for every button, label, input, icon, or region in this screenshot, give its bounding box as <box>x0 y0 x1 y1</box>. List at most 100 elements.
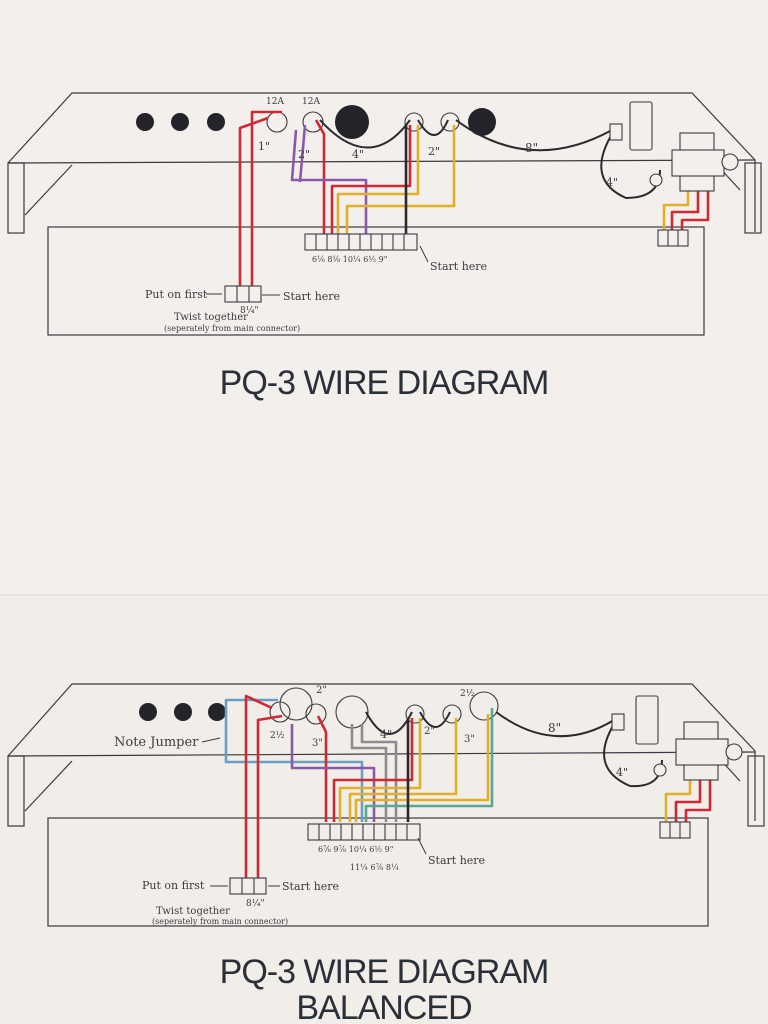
note-jumper-arrow <box>201 737 221 743</box>
connector-lengths-2: 11¼ 6⅞ 8¼ <box>350 863 399 872</box>
large-hole <box>335 105 369 139</box>
tube-connector <box>224 285 262 303</box>
xlr-socket <box>469 691 499 721</box>
balanced-wire-diagram: Note Jumper 2" 2½ 3" 4" 2" 2½ 3" 8" 4" 6… <box>7 683 765 927</box>
wire-red-4 <box>332 718 414 822</box>
wire-green <box>364 708 494 822</box>
twist-note-label: (seperately from main connector) <box>152 917 288 926</box>
fuse <box>609 123 623 141</box>
length-label: 2" <box>316 685 327 696</box>
wire-red-4 <box>330 125 412 248</box>
wire-red-3 <box>316 715 328 822</box>
xlr-socket <box>279 687 313 721</box>
main-connector <box>307 823 421 841</box>
wire-yellow-2 <box>345 125 456 248</box>
length-label: 8" <box>548 721 561 735</box>
length-label: 2" <box>298 148 310 161</box>
connector-lengths: 6⅞ 9⅞ 10¼ 6½ 9" <box>318 845 393 854</box>
chassis-outline <box>7 683 765 927</box>
knob-holes <box>136 105 496 139</box>
wire-red-3 <box>314 119 326 248</box>
length-label: 4" <box>606 176 618 189</box>
power-cord-grommet <box>725 743 743 761</box>
twist-together-label: Twist together <box>156 906 230 917</box>
wire-red-ps-2 <box>680 185 710 230</box>
knob-hole <box>139 703 157 721</box>
twist-together-label: Twist together <box>174 312 248 323</box>
right-bracket <box>747 755 765 827</box>
length-label: 4" <box>352 148 364 161</box>
diagram-title: PQ-3 WIRE DIAGRAM <box>219 364 550 402</box>
power-connector <box>657 229 689 247</box>
power-cord-grommet <box>721 153 739 171</box>
lamp <box>653 763 667 777</box>
twist-note-label: (seperately from main connector) <box>164 324 300 333</box>
knob-hole <box>136 113 154 131</box>
lamp <box>649 173 663 187</box>
transformer-core <box>675 738 729 766</box>
left-bracket <box>7 162 25 234</box>
tube-socket <box>269 701 291 723</box>
twist-length-label: 8¼" <box>240 305 259 316</box>
jack <box>442 704 462 724</box>
start-here-arrow <box>419 245 429 263</box>
put-on-first-label: Put on first <box>145 288 208 301</box>
length-label: 2½ <box>270 730 285 741</box>
length-label: 4" <box>616 766 628 779</box>
left-bracket <box>7 755 25 827</box>
wire-blue <box>224 698 364 822</box>
wire-red-2 <box>250 110 282 290</box>
put-on-first-label: Put on first <box>142 879 205 892</box>
main-connector <box>304 233 418 251</box>
wire-black-arc-2 <box>419 711 451 728</box>
diagram-title: PQ-3 WIRE DIAGRAM <box>219 953 550 991</box>
start-here-arrow <box>417 837 427 855</box>
top-wire-diagram: 12A 12A 1" 2" 4" 2" 8" 4" 6⅛ 8⅛ 10¼ 6½ 9… <box>7 92 762 336</box>
wire-gray-1 <box>350 724 388 822</box>
wire-black-arc-1 <box>365 711 413 735</box>
wire-yellow-2 <box>348 718 458 822</box>
wire-yellow-3 <box>354 714 490 822</box>
note-jumper-label: Note Jumper <box>114 735 199 750</box>
length-label: 3" <box>312 738 323 749</box>
wire-yellow-ps <box>662 185 690 230</box>
wire-yellow-1 <box>336 125 420 248</box>
wire-red-1 <box>244 694 273 882</box>
transformer-core <box>671 149 725 177</box>
length-label: 2" <box>424 726 435 737</box>
wire-yellow-ps <box>664 774 692 822</box>
large-hole <box>468 108 496 136</box>
wire-purple-2 <box>298 124 307 183</box>
knob-hole <box>208 703 226 721</box>
length-label: 3" <box>464 734 475 745</box>
length-label: 2" <box>428 145 440 158</box>
xlr-socket <box>335 695 369 729</box>
knob-holes <box>139 703 226 721</box>
wire-red-ps-1 <box>670 185 700 230</box>
tube-socket <box>305 703 327 725</box>
wire-yellow-1 <box>338 718 422 822</box>
wire-black-arc-2 <box>417 119 449 136</box>
top-diagram-sheet: 12A 12A 1" 2" 4" 2" 8" 4" 6⅛ 8⅛ 10¼ 6½ 9… <box>0 0 768 594</box>
wire-purple <box>290 129 368 248</box>
length-label: 2½ <box>460 688 475 699</box>
power-connector <box>659 821 691 839</box>
diagram-subtitle: BALANCED <box>296 989 472 1024</box>
wire-red-ps-2 <box>684 774 712 822</box>
wire-black-arc-3 <box>455 119 613 152</box>
start-here-label-2: Start here <box>282 880 339 893</box>
twist-length-label: 8¼" <box>246 898 265 909</box>
knob-hole <box>207 113 225 131</box>
tube-label: 12A <box>302 97 320 107</box>
jack <box>404 112 424 132</box>
start-here-label: Start here <box>428 854 485 867</box>
wire-red-ps-1 <box>674 774 702 822</box>
length-label: 8" <box>525 141 538 155</box>
jack <box>405 704 425 724</box>
bottom-diagram-sheet: Note Jumper 2" 2½ 3" 4" 2" 2½ 3" 8" 4" 6… <box>0 596 768 1024</box>
start-here-label-2: Start here <box>283 290 340 303</box>
length-label: 4" <box>380 728 392 741</box>
ac-switch <box>635 695 659 745</box>
wire-gray-2 <box>360 724 398 822</box>
wire-red-2 <box>256 714 283 882</box>
